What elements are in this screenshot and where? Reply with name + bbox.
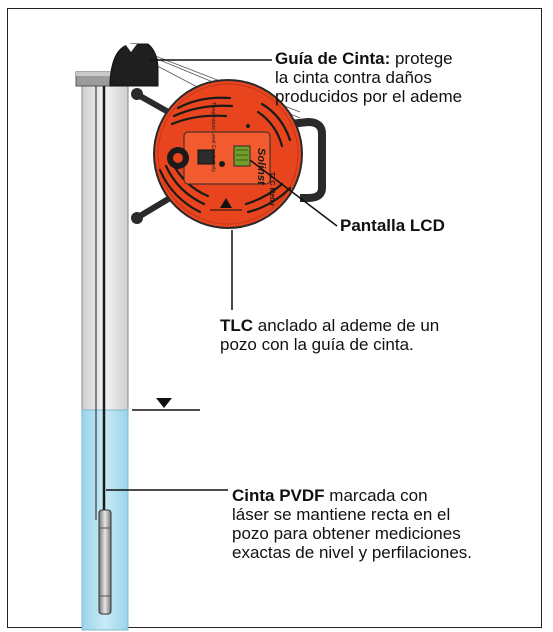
tlc-meter-reel: Temperature Level Conductivity Solinst T… [153,79,303,229]
lcd-display [233,145,251,167]
tape-guide-line2: la cinta contra daños [275,68,432,87]
callout-pvdf-tape: Cinta PVDF marcada con láser se mantiene… [232,486,532,562]
meter-brand: Solinst [255,148,267,186]
tape-line2: láser se mantiene recta en el [232,505,451,524]
water-level-triangle-icon [156,398,172,408]
meter-model: TLC Meter [268,172,275,207]
callout-tape-guide: Guía de Cinta: protege la cinta contra d… [275,49,535,106]
tape-guide-line1: protege [390,49,453,68]
figure-border [7,8,542,628]
tape-guide-line3: producidos por el ademe [275,87,463,106]
probe [98,509,112,615]
lcd-screen-icon [197,149,215,165]
tape-line3: pozo para obtener mediciones [232,524,461,543]
tape-line1: marcada con [324,486,428,505]
meter-face-label: Temperature Level Conductivity [210,102,216,173]
tape-guide-title: Guía de Cinta: [275,49,391,68]
tlc-line1: anclado al ademe de un [253,316,440,335]
callout-lcd: Pantalla LCD [340,216,445,235]
tlc-title: TLC [220,316,254,335]
leader-lines [106,59,338,491]
tlc-line2: pozo con la guía de cinta. [220,335,414,354]
callout-tlc: TLC anclado al ademe de un pozo con la g… [220,316,520,354]
tape-line4: exactas de nivel y perfilaciones. [232,543,473,562]
reel-handle [289,118,326,202]
tape-title: Cinta PVDF [232,486,325,505]
tape-guide [109,43,159,87]
water-level-marker [132,398,200,411]
